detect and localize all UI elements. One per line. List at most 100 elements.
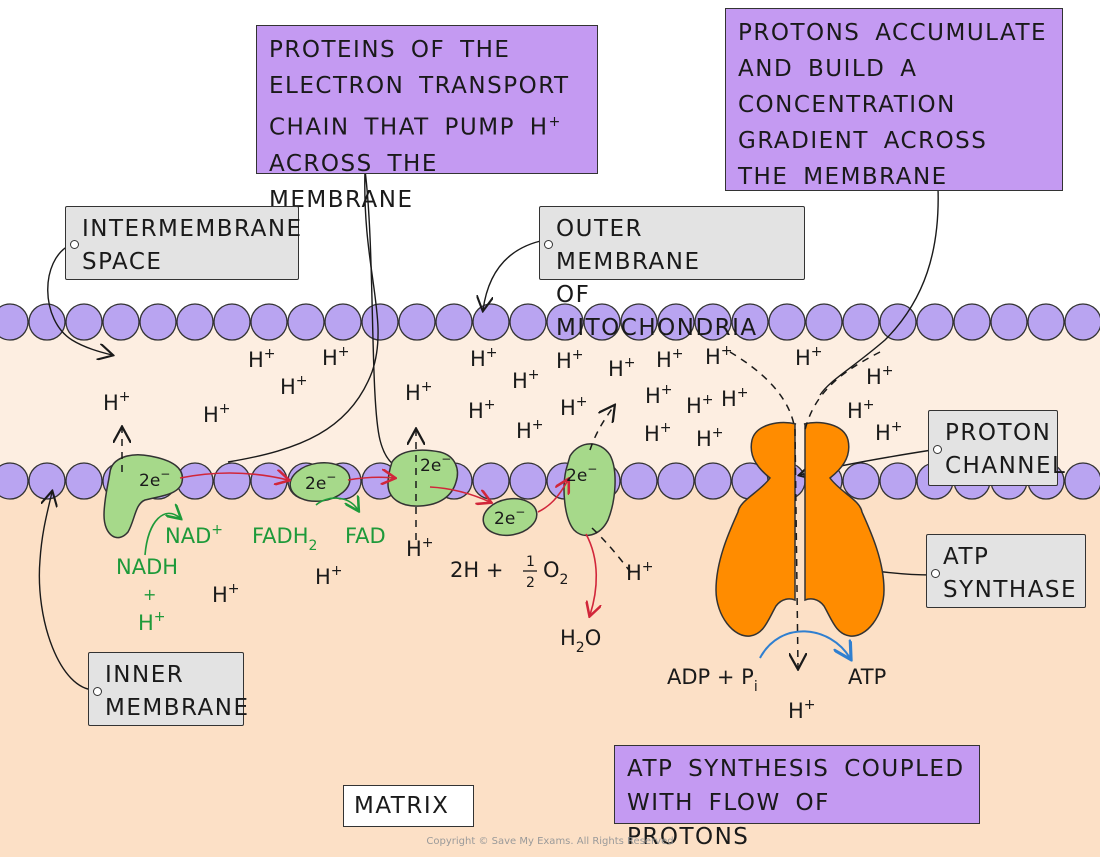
proton-h-plus: H+ (556, 347, 584, 373)
adp-label: ADP + Pi (667, 665, 758, 695)
complex-1 (103, 454, 184, 539)
membrane-bead (213, 462, 251, 500)
proton-h-plus: H+ (315, 563, 343, 589)
proton-h-plus: H+ (406, 535, 434, 561)
membrane-bead (768, 303, 806, 341)
proton-h-plus: H+ (721, 385, 749, 411)
proton-h-plus: H+ (280, 373, 308, 399)
svg-text:1: 1 (526, 554, 535, 570)
label-protons-accumulate: PROTONS ACCUMULATE AND BUILD A CONCENTRA… (725, 8, 1063, 191)
proton-h-plus: H+ (212, 581, 240, 607)
membrane-bead (287, 303, 325, 341)
proton-h-plus: H+ (512, 367, 540, 393)
copyright-notice: Copyright © Save My Exams. All Rights Re… (426, 836, 674, 847)
label-intermembrane-space: INTERMEMBRANE SPACE (65, 206, 301, 280)
membrane-bead (65, 462, 103, 500)
proton-h-plus: H+ (866, 363, 894, 389)
membrane-bead (916, 303, 954, 341)
proton-h-plus: H+ (795, 344, 823, 370)
proton-h-plus: H+ (203, 401, 231, 427)
proton-h-plus: H+ (626, 559, 654, 585)
membrane-bead (472, 462, 510, 500)
cytochrome-c (482, 497, 538, 537)
outer-membrane-beads (0, 303, 1100, 341)
label-etc-proteins: PROTEINS OF THE ELECTRON TRANSPORT CHAIN… (256, 25, 598, 213)
proton-h-plus: H+ (645, 382, 673, 408)
svg-text:2H +: 2H + (450, 558, 503, 582)
membrane-bead (250, 303, 288, 341)
label-proton-channel: PROTON CHANNEL (928, 410, 1065, 486)
membrane-bead (139, 303, 177, 341)
proton-flow-paths (122, 351, 881, 668)
proton-h-plus: H+ (248, 346, 276, 372)
proton-h-plus: H+ (847, 397, 875, 423)
svg-text:2: 2 (526, 575, 535, 591)
label-inner-membrane: INNER MEMBRANE (88, 652, 248, 726)
membrane-bead (842, 462, 880, 500)
membrane-bead (213, 303, 251, 341)
membrane-bead (65, 303, 103, 341)
proton-h-plus: H+ (788, 697, 816, 723)
membrane-bead (435, 303, 473, 341)
proton-h-plus: H+ (322, 344, 350, 370)
membrane-bead (250, 462, 288, 500)
membrane-bead (694, 303, 732, 341)
membrane-bead (546, 303, 584, 341)
nad-fad-arrows (144, 498, 358, 556)
membrane-bead (398, 303, 436, 341)
electron-pair-label: 2e− (305, 470, 336, 494)
svg-text:+: + (143, 585, 156, 604)
svg-text:NADH: NADH (116, 555, 178, 579)
electron-pair-label: 2e− (494, 505, 525, 529)
proton-labels: H+H+H+H+H+H+H+H+H+H+H+H+H+H+H+H+H+H+H+H+… (103, 343, 903, 723)
fadh2-label: FADH2 FAD (252, 524, 386, 554)
electron-transfer-arrows (179, 473, 596, 615)
proton-h-plus: H+ (560, 394, 588, 420)
proton-h-plus: H+ (705, 343, 733, 369)
membrane-bead (1064, 462, 1100, 500)
nad-label: NAD+ (165, 522, 223, 548)
svg-text:ADP + Pi: ADP + Pi (667, 665, 758, 695)
nadh-label: NADH + H+ (116, 555, 178, 635)
membrane-bead (990, 303, 1028, 341)
membrane-bead (805, 303, 843, 341)
electron-pair-label: 2e− (420, 452, 451, 476)
membrane-bead (953, 303, 991, 341)
membrane-bead (176, 303, 214, 341)
label-matrix: MATRIX (343, 785, 474, 827)
membrane-bead (657, 462, 695, 500)
svg-text:H+: H+ (138, 609, 166, 635)
membrane-bead (0, 303, 29, 341)
proton-h-plus: H+ (608, 355, 636, 381)
electron-pair-label: 2e− (566, 462, 597, 486)
electron-pair-label: 2e− (139, 467, 170, 491)
proton-h-plus: H+ (468, 397, 496, 423)
membrane-bead (361, 303, 399, 341)
proton-h-plus: H+ (644, 420, 672, 446)
svg-text:FAD: FAD (345, 524, 386, 548)
membrane-bead (879, 303, 917, 341)
svg-text:O2: O2 (543, 558, 568, 588)
proton-h-plus: H+ (696, 425, 724, 451)
membrane-bead (28, 303, 66, 341)
svg-text:H2O: H2O (560, 626, 601, 656)
membrane-bead (509, 303, 547, 341)
proton-h-plus: H+ (656, 346, 684, 372)
membrane-bead (842, 303, 880, 341)
atp-label: ATP (848, 665, 886, 689)
membrane-bead (0, 462, 29, 500)
etc-protein-complexes (103, 443, 616, 539)
membrane-bead (509, 462, 547, 500)
svg-text:FADH2: FADH2 (252, 524, 317, 554)
proton-h-plus: H+ (103, 389, 131, 415)
complex-4 (563, 443, 616, 537)
membrane-bead (620, 303, 658, 341)
oxygen-reduction-label: 2H + 1 2 O2 (450, 554, 568, 591)
atp-formation-arrow (759, 630, 850, 658)
electron-labels: 2e− 2e− 2e− 2e− 2e− (139, 452, 597, 529)
membrane-bead (324, 303, 362, 341)
proton-h-plus: H+ (405, 379, 433, 405)
label-outer-membrane: OUTER MEMBRANE OF MITOCHONDRIA (539, 206, 805, 341)
membrane-bead (731, 303, 769, 341)
